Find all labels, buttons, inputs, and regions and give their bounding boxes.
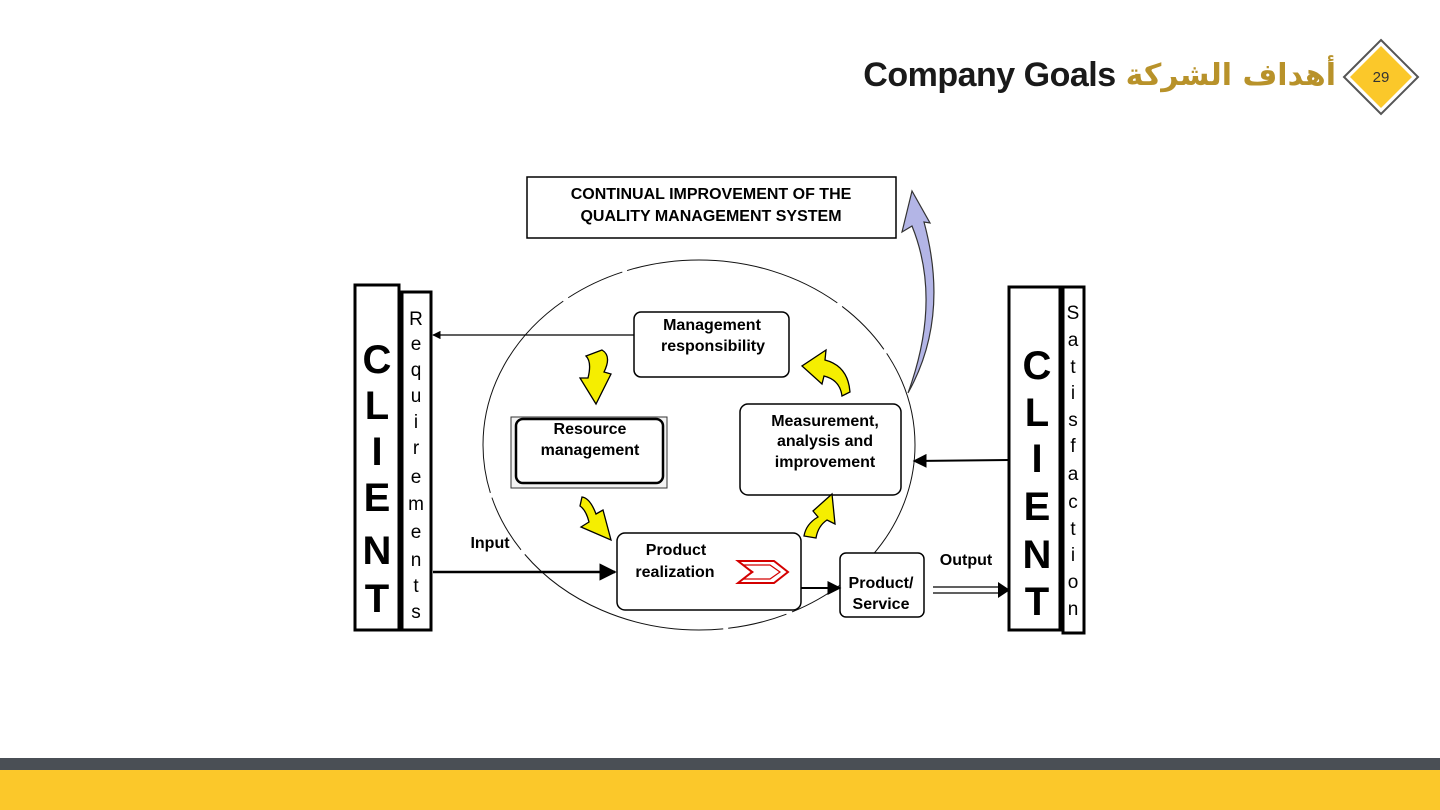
page-title-arabic: أهداف الشركة xyxy=(1125,57,1336,93)
product-service-line-1: Product/ xyxy=(849,575,914,592)
satisfaction-letter: i xyxy=(1071,383,1075,404)
satisfaction-letter: n xyxy=(1068,599,1079,620)
requirements-letter: e xyxy=(411,522,422,543)
satisfaction-letter: a xyxy=(1068,330,1079,351)
client-left-letter: E xyxy=(364,476,391,520)
continual-improvement-banner: CONTINUAL IMPROVEMENT OF THE QUALITY MAN… xyxy=(526,176,897,239)
satisfaction-letter: S xyxy=(1067,303,1080,324)
requirements-column: R e q u i r e m e n t s xyxy=(400,290,433,632)
client-right-letter: I xyxy=(1031,437,1042,481)
measurement-analysis-box: Measurement, analysis and improvement xyxy=(739,403,902,496)
diamond-icon xyxy=(1342,38,1420,116)
improvement-arrow-icon xyxy=(901,189,935,394)
satisfaction-letter: f xyxy=(1070,436,1076,457)
satisfaction-letter: t xyxy=(1070,357,1076,378)
requirements-letter: s xyxy=(411,602,421,623)
measurement-line-1: Measurement, xyxy=(771,413,879,430)
client-right-letter: T xyxy=(1025,580,1049,624)
yellow-curved-arrow-icon xyxy=(800,348,851,397)
management-line-1: Management xyxy=(663,317,761,334)
requirements-letter: u xyxy=(411,386,422,407)
satisfaction-letter: s xyxy=(1068,410,1078,431)
banner-line-1: CONTINUAL IMPROVEMENT OF THE xyxy=(571,186,852,203)
satisfaction-column: S a t i s f a c t i o n xyxy=(1061,285,1086,635)
management-line-2: responsibility xyxy=(661,338,765,355)
output-arrow xyxy=(933,582,1010,598)
requirements-letter: m xyxy=(408,494,424,515)
client-right-letter: L xyxy=(1025,391,1049,435)
requirements-letter: R xyxy=(409,309,423,330)
satisfaction-feedback-arrow xyxy=(912,453,1010,468)
product-realization-box: Product realization xyxy=(616,532,802,611)
management-responsibility-box: Management responsibility xyxy=(633,311,790,378)
requirements-letter: q xyxy=(411,360,422,381)
process-cycle-ellipse xyxy=(482,259,916,631)
satisfaction-letter: t xyxy=(1070,519,1076,540)
requirements-letter: t xyxy=(413,576,419,597)
requirements-letter: i xyxy=(414,412,418,433)
requirements-letter: e xyxy=(411,334,422,355)
footer-dark-band xyxy=(0,758,1440,770)
input-label: Input xyxy=(470,535,510,552)
page-number: 29 xyxy=(1372,68,1390,86)
measurement-line-3: improvement xyxy=(775,454,876,471)
client-right-letter: N xyxy=(1023,533,1052,577)
satisfaction-letter: o xyxy=(1068,572,1079,593)
output-label: Output xyxy=(940,552,993,569)
page-header: Company Goals أهداف الشركة xyxy=(863,40,1336,110)
yellow-curved-arrow-icon xyxy=(803,492,836,539)
requirements-letter: e xyxy=(411,467,422,488)
client-right-letter: C xyxy=(1023,344,1052,388)
product-service-box: Product/ Service xyxy=(839,552,925,618)
client-left-letter: L xyxy=(365,384,389,428)
product-realization-line-2: realization xyxy=(635,564,714,581)
requirements-letter: n xyxy=(411,550,422,571)
product-realization-line-1: Product xyxy=(646,542,707,559)
page-title-english: Company Goals xyxy=(863,55,1116,94)
resource-management-box: Resource management xyxy=(510,416,668,489)
client-left-letter: C xyxy=(363,338,392,382)
client-left-letter: I xyxy=(371,430,382,474)
footer-yellow-band xyxy=(0,770,1440,810)
resource-line-2: management xyxy=(541,442,640,459)
satisfaction-letter: i xyxy=(1071,545,1075,566)
client-left-letter: N xyxy=(363,529,392,573)
yellow-curved-arrow-icon xyxy=(579,496,612,542)
banner-line-2: QUALITY MANAGEMENT SYSTEM xyxy=(580,208,841,225)
satisfaction-letter: a xyxy=(1068,464,1079,485)
client-left-letter: T xyxy=(365,577,389,621)
measurement-line-2: analysis and xyxy=(777,433,873,450)
satisfaction-letter: c xyxy=(1068,492,1078,513)
requirements-letter: r xyxy=(413,438,420,459)
page-number-badge: 29 xyxy=(1342,38,1420,116)
client-right-column: C L I E N T xyxy=(1007,285,1062,632)
resource-line-1: Resource xyxy=(554,421,627,438)
client-right-letter: E xyxy=(1024,485,1051,529)
product-service-line-2: Service xyxy=(853,596,910,613)
yellow-curved-arrow-icon xyxy=(578,349,612,406)
chevron-arrow-icon xyxy=(735,560,790,584)
client-left-column: C L I E N T xyxy=(353,283,401,632)
